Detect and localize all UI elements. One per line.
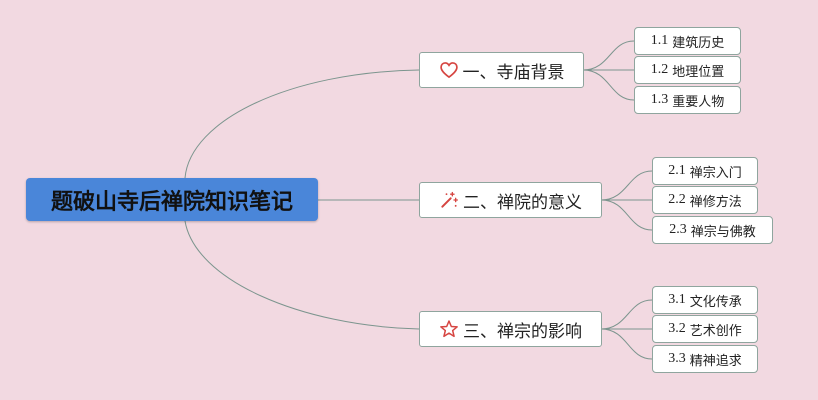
subtopic-1-3[interactable]: 1.3 重要人物 <box>634 86 741 114</box>
subtopic-label: 建筑历史 <box>672 35 725 51</box>
subtopic-label: 禅宗入门 <box>689 165 742 181</box>
subtopic-3-3[interactable]: 3.3 精神追求 <box>652 345 758 373</box>
subtopic-2-3[interactable]: 2.3 禅宗与佛教 <box>652 216 773 244</box>
branch-topic-label: 二、禅院的意义 <box>463 192 582 213</box>
link-branch-3-child-3 <box>600 328 653 360</box>
root-topic-label: 题破山寺后禅院知识笔记 <box>50 189 293 215</box>
subtopic-number: 1.2 <box>650 62 669 77</box>
subtopic-2-1[interactable]: 2.1 禅宗入门 <box>652 157 758 185</box>
subtopic-label: 重要人物 <box>672 94 725 110</box>
subtopic-number: 3.1 <box>668 292 686 307</box>
subtopic-3-1[interactable]: 3.1 文化传承 <box>652 286 758 314</box>
subtopic-number: 3.2 <box>668 321 686 336</box>
subtopic-number: 2.1 <box>668 163 686 178</box>
subtopic-label: 禅修方法 <box>689 194 742 210</box>
root-topic[interactable]: 题破山寺后禅院知识笔记 <box>26 178 318 221</box>
subtopic-1-2[interactable]: 1.2 地理位置 <box>634 56 741 84</box>
subtopic-number: 1.3 <box>650 92 669 107</box>
link-root-branch-1 <box>184 69 420 179</box>
branch-topic-temple-background[interactable]: 一、寺庙背景 <box>419 52 584 88</box>
branch-topic-label: 一、寺庙背景 <box>462 62 565 83</box>
subtopic-label: 地理位置 <box>672 64 725 80</box>
subtopic-3-2[interactable]: 3.2 艺术创作 <box>652 315 758 343</box>
branch-topic-influence-of-chan[interactable]: 三、禅宗的影响 <box>419 311 602 347</box>
branch-topic-meaning-of-chan-temple[interactable]: 二、禅院的意义 <box>419 182 602 218</box>
link-branch-1-child-1 <box>582 40 635 71</box>
subtopic-label: 文化传承 <box>689 294 742 310</box>
link-branch-3-child-1 <box>600 299 653 330</box>
subtopic-number: 3.3 <box>668 351 686 366</box>
subtopic-1-1[interactable]: 1.1 建筑历史 <box>634 27 741 55</box>
subtopic-label: 艺术创作 <box>689 323 742 339</box>
subtopic-label: 禅宗与佛教 <box>690 224 756 240</box>
magic-wand-icon <box>441 191 458 208</box>
link-branch-2-child-3 <box>600 199 653 231</box>
link-root-branch-3 <box>184 220 420 330</box>
link-branch-2-child-1 <box>600 170 653 201</box>
subtopic-number: 1.1 <box>650 33 669 48</box>
heart-icon <box>439 62 458 79</box>
subtopic-2-2[interactable]: 2.2 禅修方法 <box>652 186 758 214</box>
subtopic-number: 2.3 <box>669 222 687 237</box>
branch-topic-label: 三、禅宗的影响 <box>463 321 582 342</box>
subtopic-label: 精神追求 <box>689 353 742 369</box>
subtopic-number: 2.2 <box>668 192 686 207</box>
star-icon <box>440 320 458 338</box>
link-branch-1-child-3 <box>582 69 635 101</box>
